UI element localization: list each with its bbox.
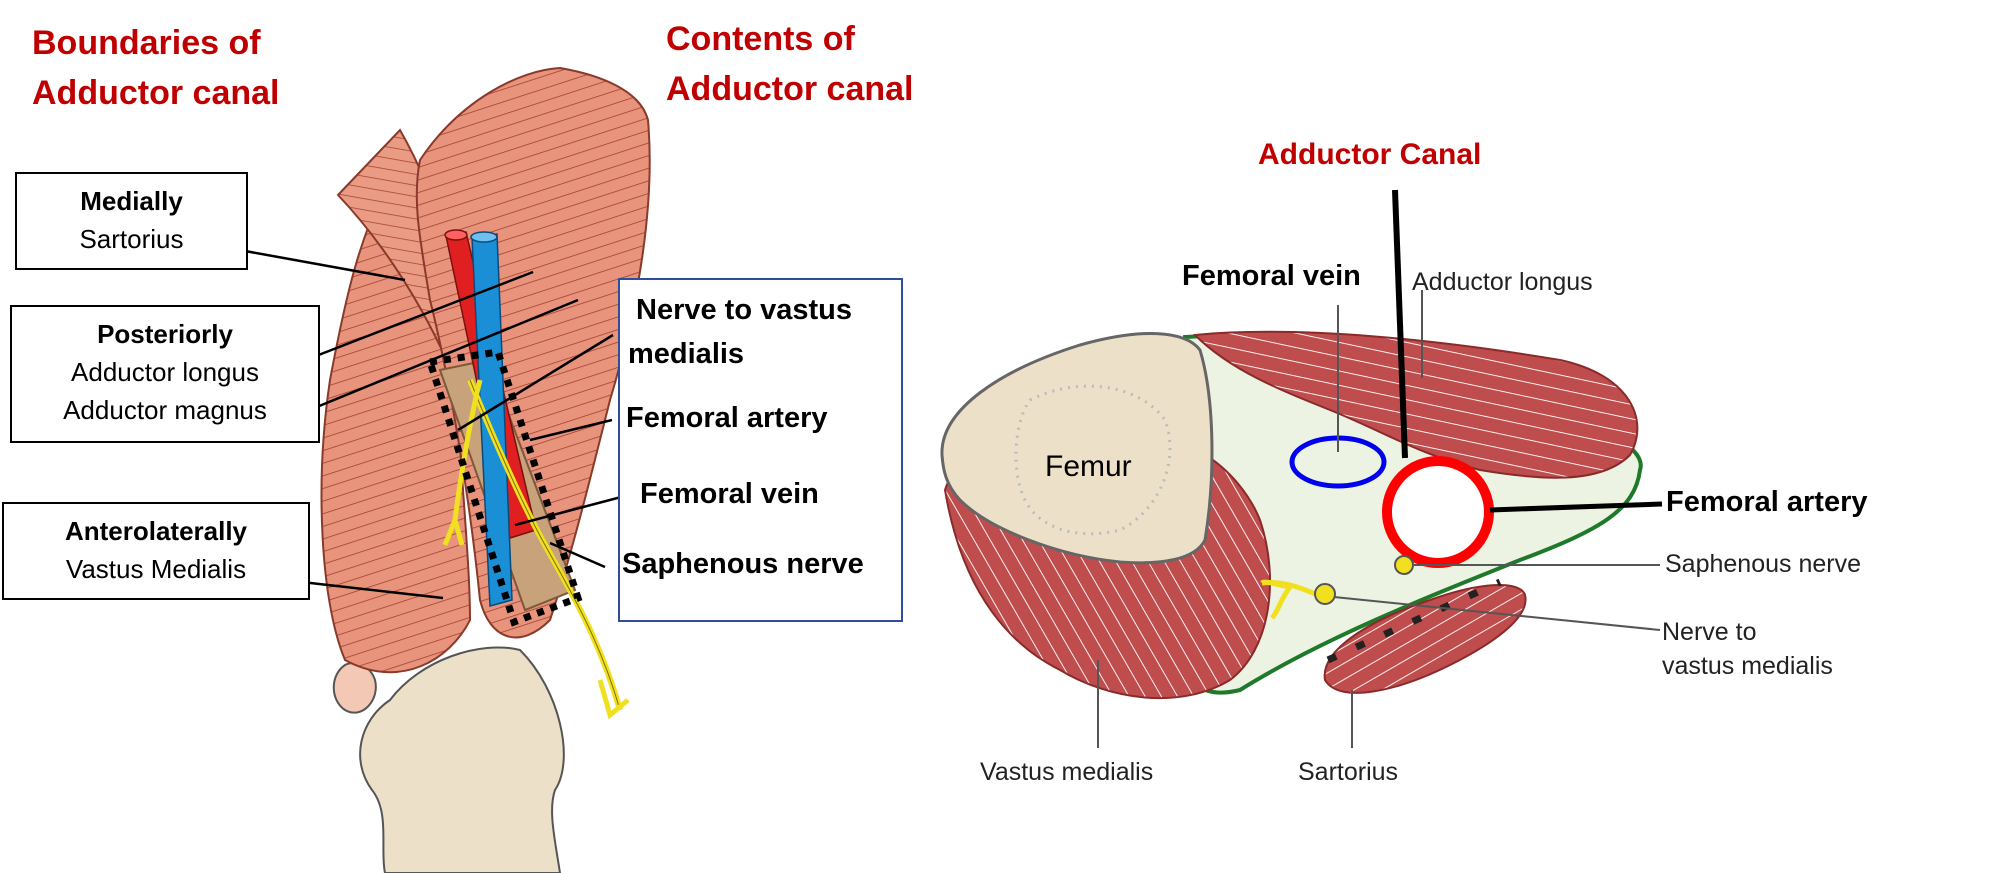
- adductor-canal-title: Adductor Canal: [1258, 138, 1482, 171]
- label-nerve-to-vm-line1: Nerve to: [1662, 618, 1757, 646]
- canal-dotted-outline: [425, 348, 583, 627]
- boundary-box-anterolaterally: Anterolaterally Vastus Medialis: [2, 502, 310, 600]
- content-femoral-artery: Femoral artery: [626, 402, 828, 434]
- nerve-to-vm-dot: [1314, 583, 1336, 605]
- label-femur: Femur: [1045, 450, 1132, 483]
- content-saphenous-nerve: Saphenous nerve: [622, 548, 864, 580]
- nerve-to-vastus-medialis: [442, 379, 483, 546]
- content-nerve-to-vm-line2: medialis: [628, 338, 745, 370]
- label-nerve-to-vm-line2: vastus medialis: [1662, 652, 1833, 680]
- label-sartorius: Sartorius: [1298, 758, 1399, 786]
- boundary-title-posteriorly: Posteriorly: [97, 319, 233, 349]
- femur-knee-bone: [359, 646, 565, 873]
- boundary-vastus-medialis: Vastus Medialis: [65, 554, 247, 584]
- saphenous-nerve-dot: [1394, 555, 1414, 575]
- boundary-box-posteriorly: Posteriorly Adductor longus Adductor mag…: [10, 305, 320, 443]
- boundary-sartorius: Sartorius: [79, 224, 184, 254]
- boundaries-heading-line1: Boundaries of: [32, 24, 261, 62]
- femoral-artery-end: [444, 229, 468, 241]
- right-pointer-lines: [1097, 189, 1663, 748]
- boundaries-heading-line2: Adductor canal: [32, 74, 280, 112]
- left-thigh-illustration: [320, 66, 651, 873]
- boundary-title-medially: Medially: [80, 186, 183, 216]
- boundary-adductor-longus: Adductor longus: [71, 357, 259, 387]
- contents-heading: Contents of Adductor canal: [666, 14, 913, 114]
- label-adductor-longus: Adductor longus: [1412, 268, 1593, 296]
- boundaries-heading: Boundaries of Adductor canal: [32, 18, 279, 118]
- right-cross-section: [940, 330, 1643, 700]
- content-nerve-to-vm-line1: Nerve to vastus: [636, 294, 852, 326]
- boundary-title-anterolaterally: Anterolaterally: [64, 516, 248, 546]
- content-femoral-vein: Femoral vein: [640, 478, 819, 510]
- contents-heading-line1: Contents of: [666, 20, 855, 58]
- label-vastus-medialis: Vastus medialis: [980, 758, 1154, 786]
- boundary-box-medially: Medially Sartorius: [15, 172, 248, 270]
- label-saphenous-nerve: Saphenous nerve: [1665, 550, 1861, 578]
- contents-box: [618, 278, 903, 622]
- label-femoral-artery: Femoral artery: [1666, 486, 1868, 518]
- boundary-adductor-magnus: Adductor magnus: [63, 395, 267, 425]
- femur-section: [940, 332, 1214, 565]
- femoral-vein-end: [470, 231, 498, 243]
- contents-heading-line2: Adductor canal: [666, 70, 914, 108]
- femoral-artery-ring: [1382, 456, 1494, 568]
- femur-marrow: [1014, 384, 1172, 536]
- label-femoral-vein: Femoral vein: [1182, 260, 1361, 292]
